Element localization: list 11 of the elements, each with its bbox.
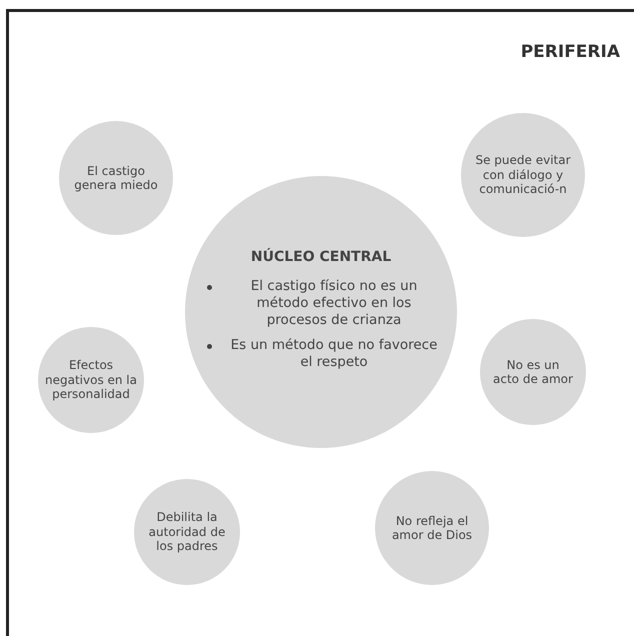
bullet-item: El castigo físico no es un método efectivo en los procesos de crianza xyxy=(203,278,439,329)
frame xyxy=(6,9,634,636)
bullet-item: Es un método que no favorece el respeto xyxy=(203,336,439,371)
circle-label: No refleja el amor de Dios xyxy=(390,514,474,542)
circle-label: Debilita la autoridad de los padres xyxy=(148,510,226,554)
circle-label: Se puede evitar con diálogo y comunicació-n xyxy=(474,153,572,197)
circle-label: El castigo genera miedo xyxy=(73,164,159,192)
circle-label: No es un acto de amor xyxy=(493,358,573,386)
circle-heading: NÚCLEO CENTRAL xyxy=(250,249,392,266)
frame-title: PERIFERIA xyxy=(520,42,620,62)
circle-label: Efectos negativos en la personalidad xyxy=(44,358,138,402)
